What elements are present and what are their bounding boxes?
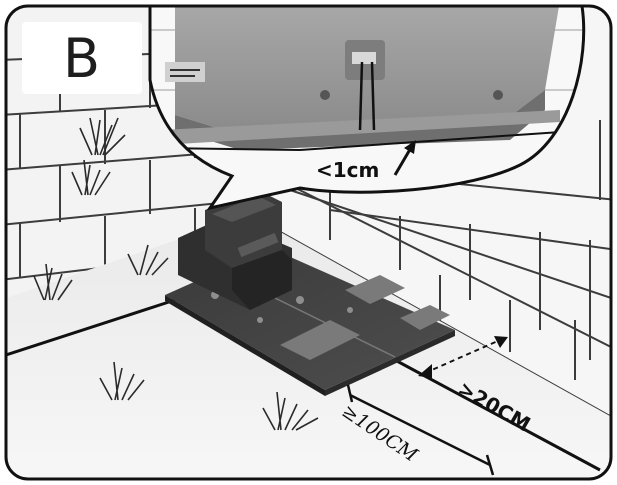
front-clearance-dimension-line [346,384,495,476]
outer-frame-border [4,4,613,481]
grass-tufts [33,117,319,431]
zoom-detail-bubble [148,6,586,211]
charging-station-housing [178,190,292,310]
lawn-border-lines [6,298,601,472]
side-clearance-arrow [418,336,508,378]
panel-letter: B [22,22,142,94]
gap-measurement-label: <1cm [316,158,380,182]
